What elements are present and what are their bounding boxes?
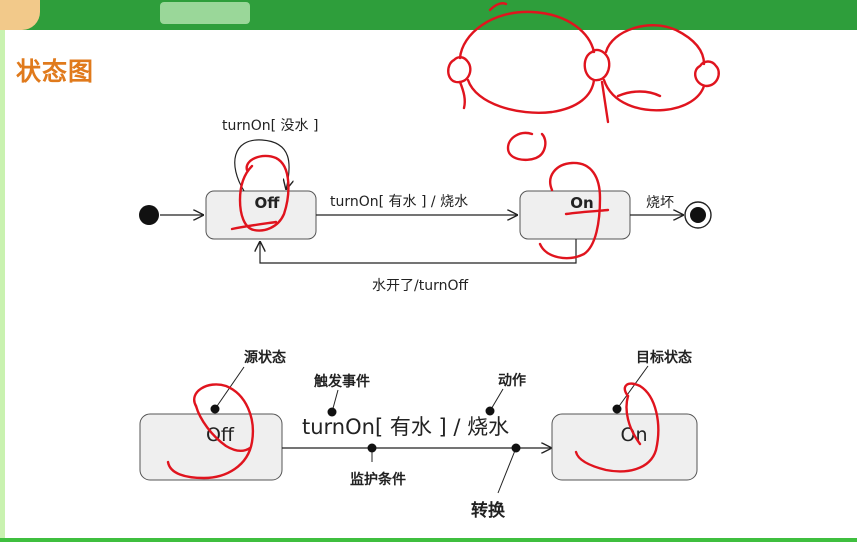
source-state-box: Off	[139, 413, 283, 481]
pen-tail-off-state	[230, 220, 278, 231]
pen-doodle-arc-left	[458, 10, 596, 60]
transition-on-to-off-label: 水开了/turnOff	[372, 278, 468, 294]
transition-label: turnOn[ 有水 ] / 烧水	[302, 415, 509, 439]
annotation-transition-label: 转换	[471, 500, 506, 521]
transition-on-to-final-label: 烧坏	[646, 195, 674, 211]
bottom-border-strip	[0, 538, 857, 542]
pen-circle-source-state	[166, 383, 255, 480]
source-state-label: Off	[206, 424, 235, 446]
pen-circle-on-state	[538, 161, 602, 260]
header-title-fragment	[160, 2, 250, 24]
diagram-1: Off turnOn[ 没水 ] turnOn[ 有水 ] / 烧水 On 烧坏…	[139, 118, 712, 294]
self-loop-label: turnOn[ 没水 ]	[222, 118, 318, 134]
left-border-strip	[0, 30, 5, 542]
state-off-label: Off	[255, 194, 281, 212]
pen-doodle-spike-4	[616, 90, 662, 98]
transition-off-to-on-label: turnOn[ 有水 ] / 烧水	[330, 194, 468, 210]
pen-doodle-arc-bottom	[466, 78, 596, 114]
pen-doodle-spike-2	[600, 80, 610, 124]
annotation-target-state-label: 目标状态	[636, 349, 692, 366]
diagram-2: Off turnOn[ 有水 ] / 烧水 On 源状态 触发事件 动作	[139, 349, 698, 521]
pen-loop-source-state	[194, 404, 252, 452]
pen-tail-on-state	[564, 208, 610, 216]
pen-circle-target-state	[574, 382, 660, 473]
page-title: 状态图	[16, 57, 95, 86]
final-state	[684, 201, 712, 229]
state-on: On	[519, 190, 631, 240]
annotation-target-state: 目标状态	[612, 349, 692, 414]
pen-doodle-circle-right	[694, 60, 720, 88]
pen-annotations	[166, 2, 720, 480]
presenter-avatar	[0, 0, 40, 30]
annotation-source-state-label: 源状态	[244, 349, 286, 366]
annotation-trigger-event-label: 触发事件	[313, 373, 370, 390]
transition-on-to-off	[260, 239, 577, 264]
pen-circle-off-state	[238, 154, 290, 232]
pen-loop-target-state	[625, 394, 642, 446]
pen-small-loop	[506, 131, 547, 162]
pen-doodle-arc-bottom-right	[602, 78, 706, 112]
state-off: Off	[205, 190, 317, 240]
annotation-action-label: 动作	[498, 372, 526, 389]
pen-doodle-circle-mid	[583, 48, 611, 82]
pen-doodle-spike-1	[458, 80, 466, 110]
annotation-guard-condition-label: 监护条件	[350, 471, 406, 488]
state-on-label: On	[570, 194, 593, 212]
initial-state-dot	[139, 205, 159, 225]
pen-doodle-arc-right	[604, 24, 706, 66]
header-bar	[0, 0, 857, 30]
pen-doodle-spike-3	[488, 2, 508, 12]
self-loop-transition	[234, 139, 289, 192]
pen-doodle-circle-left	[447, 56, 472, 84]
annotation-trigger-event: 触发事件	[313, 373, 370, 417]
annotation-source-state: 源状态	[210, 349, 286, 414]
annotation-action: 动作	[485, 372, 526, 416]
annotation-guard-condition: 监护条件	[350, 443, 406, 488]
annotation-transition: 转换	[471, 443, 521, 521]
